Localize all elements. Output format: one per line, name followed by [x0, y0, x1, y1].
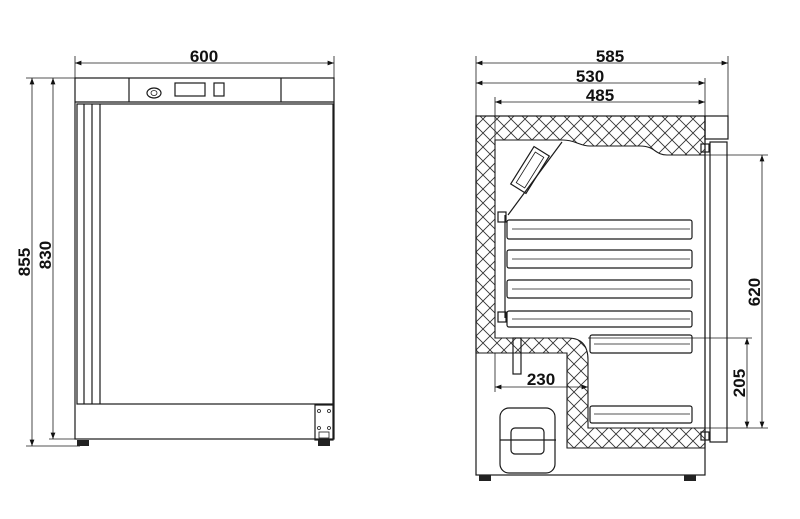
door-opening-height-dimension: 620 [667, 154, 768, 429]
door-opening-height-label: 620 [745, 278, 764, 306]
foot-left [77, 440, 89, 446]
front-view: 600 855 830 [15, 47, 335, 447]
lower-compartment-height-label: 205 [730, 369, 749, 397]
door-section [700, 141, 728, 443]
body-depth-dimension: 530 [476, 67, 706, 116]
foot-rear [479, 475, 491, 481]
compressor-step-dimension: 230 [494, 353, 588, 392]
overall-depth-label: 585 [596, 47, 624, 66]
compressor-step-label: 230 [527, 370, 555, 389]
side-view: 585 530 485 [475, 47, 768, 481]
shelf [506, 249, 693, 269]
shelf [589, 405, 693, 424]
width-label: 600 [190, 47, 218, 66]
display-screen [174, 82, 206, 97]
control-button [213, 82, 225, 97]
inner-depth-label: 485 [586, 86, 614, 105]
cabinet-outline [475, 115, 706, 476]
insulation [475, 115, 706, 449]
shelf [506, 219, 693, 240]
top-overhang [704, 115, 729, 140]
shelves [506, 219, 693, 424]
evaporator-fan [509, 145, 551, 195]
overall-height-dimension: 855 [15, 77, 80, 447]
foot-right [318, 440, 330, 446]
shelf [589, 334, 693, 354]
lower-compartment-height-dimension: 205 [588, 337, 752, 428]
shelf [506, 310, 693, 328]
foot-front [684, 475, 696, 481]
width-dimension: 600 [74, 47, 335, 78]
body-height-label: 830 [36, 241, 55, 269]
overall-depth-dimension: 585 [475, 47, 729, 139]
overall-height-label: 855 [15, 248, 34, 276]
drain-pipe [512, 337, 522, 375]
hinge [314, 404, 334, 441]
compressor [499, 407, 556, 474]
body-height-dimension: 830 [36, 78, 75, 440]
lock-icon [146, 87, 162, 99]
door [76, 103, 334, 405]
control-panel [75, 78, 334, 103]
body-depth-label: 530 [576, 67, 604, 86]
shelf [506, 279, 693, 299]
cabinet-outline [74, 77, 335, 440]
